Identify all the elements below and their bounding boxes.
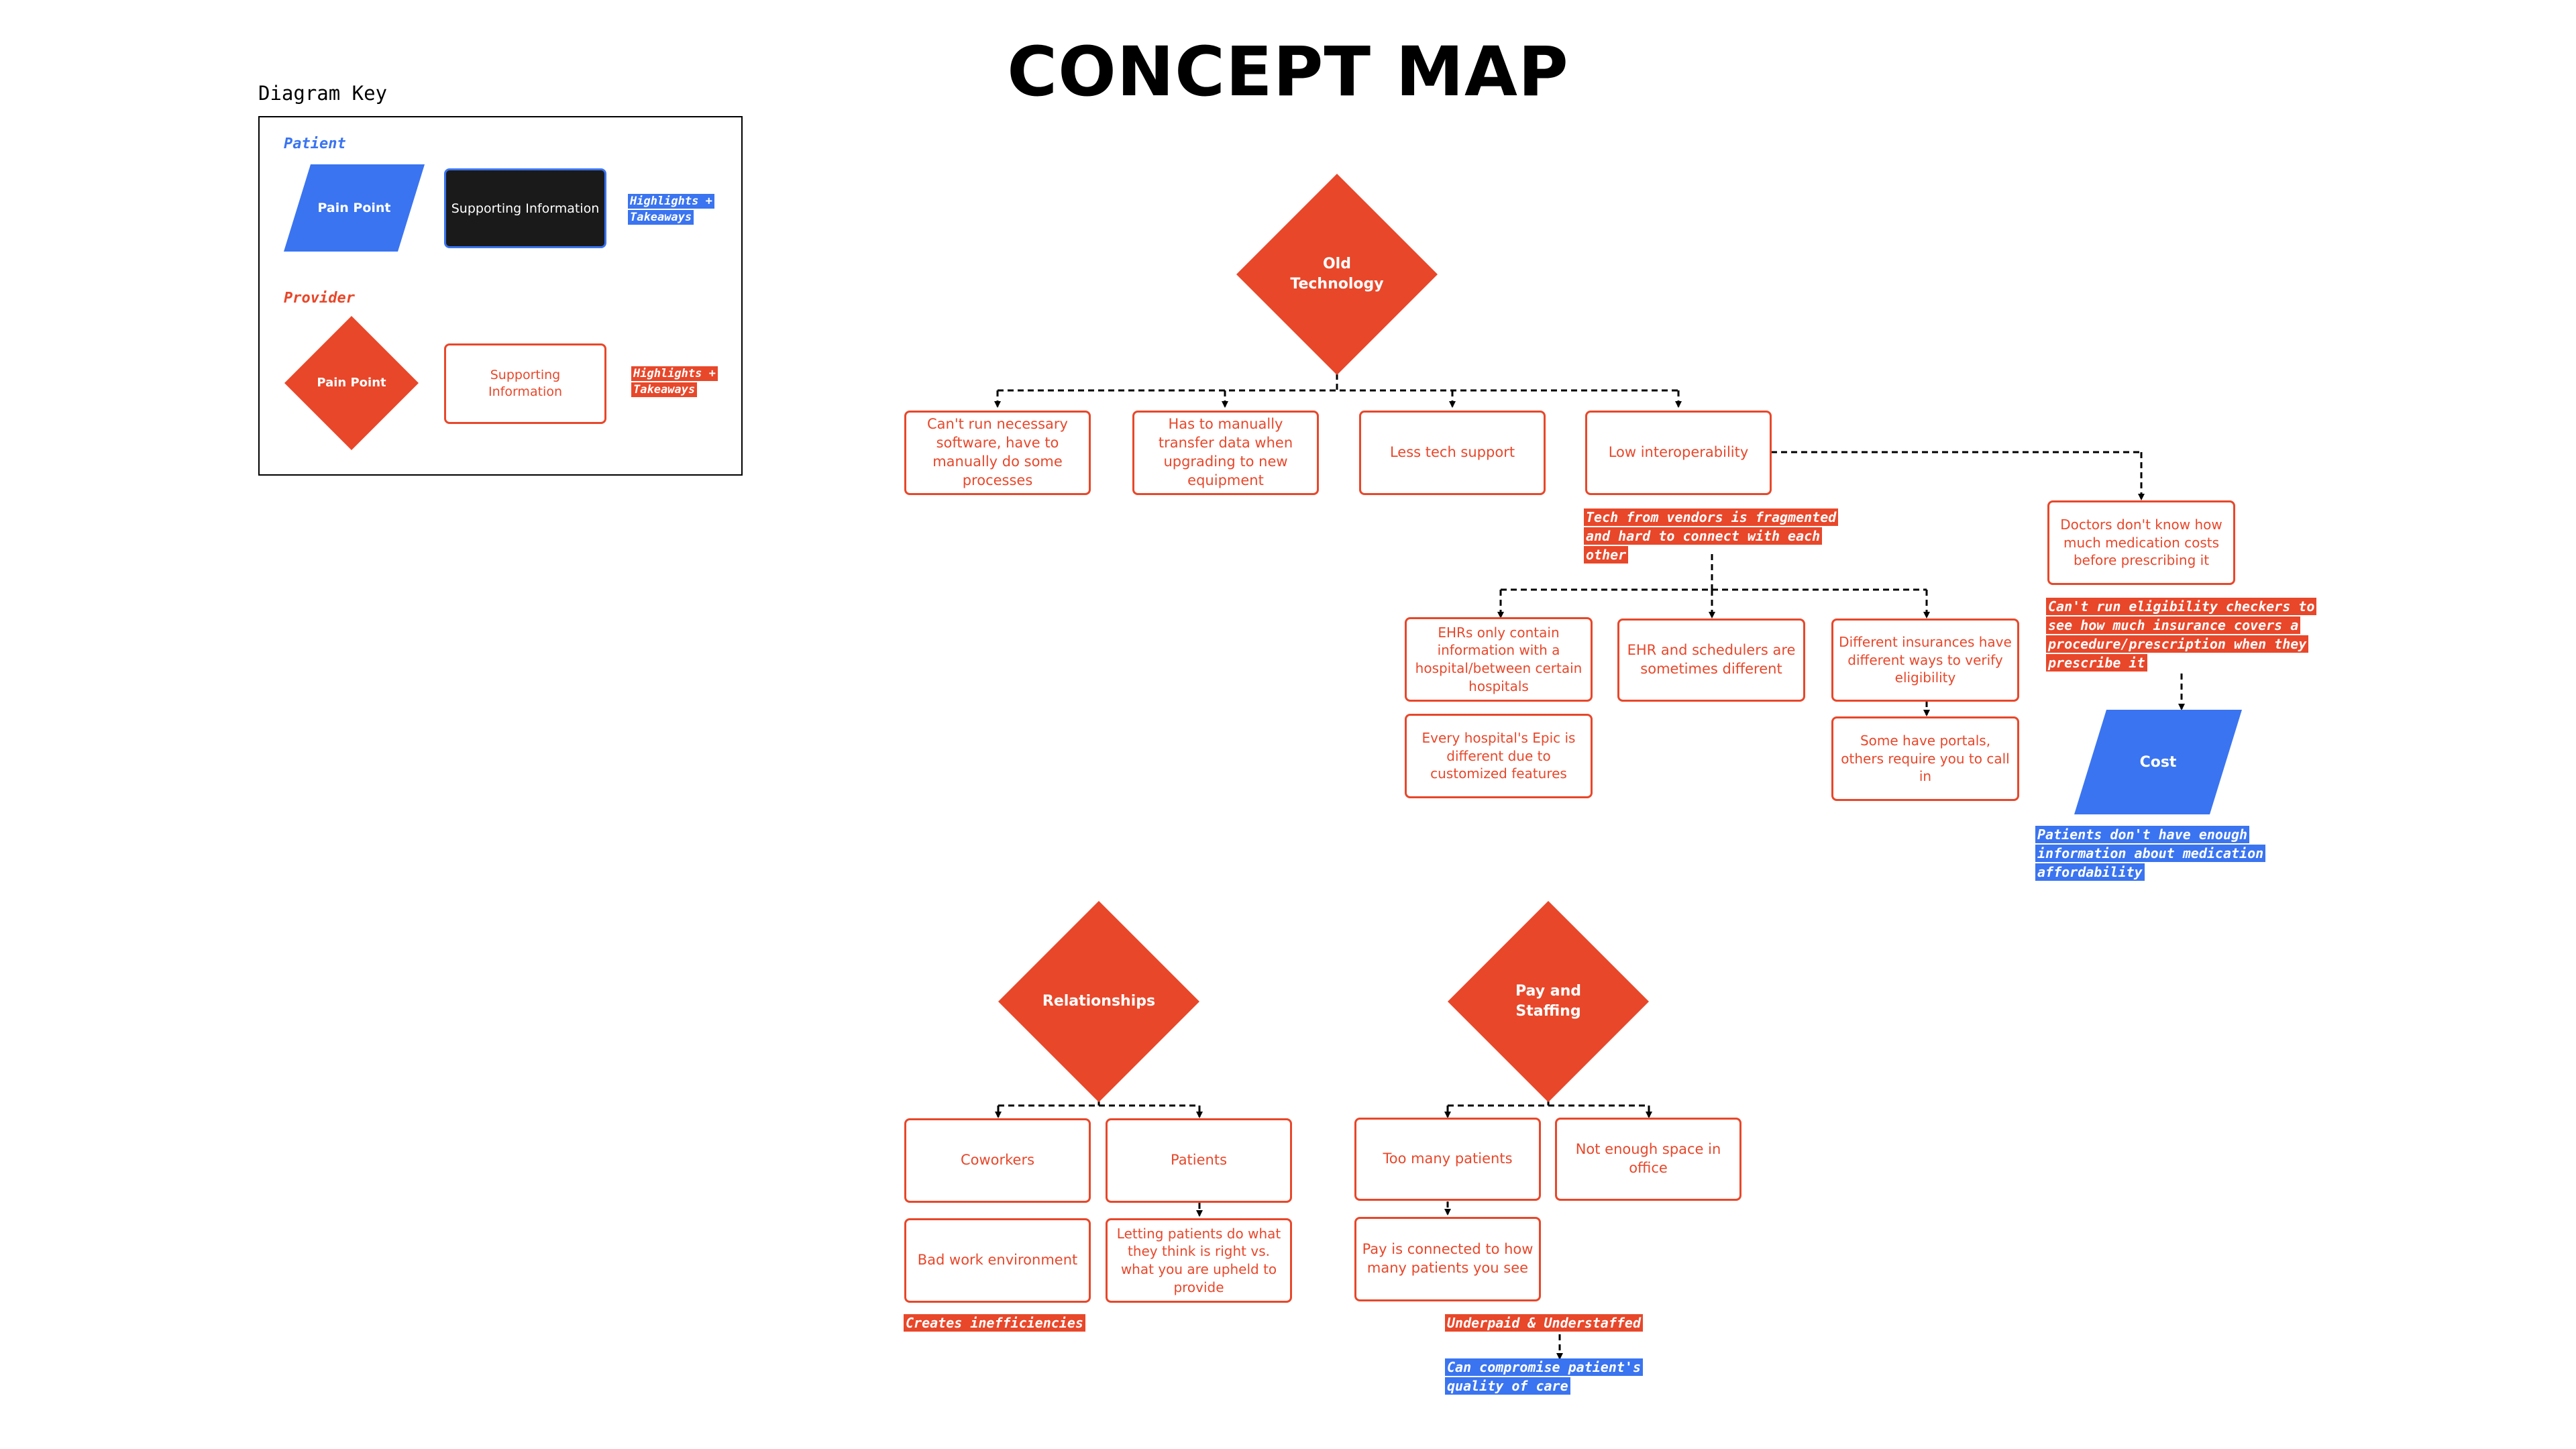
note-quality-of-care: Can compromise patient's quality of care	[1445, 1358, 1666, 1395]
box-patients: Patients	[1106, 1118, 1292, 1203]
box-bad-work-environment: Bad work environment	[904, 1218, 1091, 1303]
diagram-key-frame	[258, 116, 743, 476]
key-patient-supporting-info: Supporting Information	[444, 168, 606, 248]
key-patient-label: Patient	[284, 136, 346, 152]
key-provider-pain-point: Pain Point	[284, 316, 419, 450]
box-cant-run-software: Can't run necessary software, have to ma…	[904, 411, 1091, 495]
box-doctors-medication-costs: Doctors don't know how much medication c…	[2047, 500, 2235, 585]
box-portals: Some have portals, others require you to…	[1831, 716, 2019, 801]
box-pay-connected: Pay is connected to how many patients yo…	[1354, 1217, 1541, 1301]
old-technology-pain-point: Old Technology	[1236, 174, 1438, 375]
box-low-interoperability: Low interoperability	[1585, 411, 1772, 495]
pay-and-staffing-pain-point: Pay and Staffing	[1448, 901, 1649, 1102]
box-letting-patients: Letting patients do what they think is r…	[1106, 1218, 1292, 1303]
page-title: CONCEPT MAP	[1007, 32, 1569, 112]
diagram-key-heading: Diagram Key	[258, 82, 388, 105]
box-manual-data-transfer: Has to manually transfer data when upgra…	[1132, 411, 1319, 495]
box-insurances-verify: Different insurances have different ways…	[1831, 619, 2019, 702]
box-not-enough-space: Not enough space in office	[1555, 1118, 1741, 1201]
box-too-many-patients: Too many patients	[1354, 1118, 1541, 1201]
cost-patient-pain-point: Cost	[2074, 710, 2242, 814]
box-ehr-schedulers: EHR and schedulers are sometimes differe…	[1617, 619, 1805, 702]
key-patient-highlight: Highlights + Takeaways	[628, 193, 729, 225]
key-provider-highlight: Highlights + Takeaways	[631, 366, 732, 398]
note-underpaid-understaffed: Underpaid & Understaffed	[1445, 1313, 1686, 1332]
note-medication-affordability: Patients don't have enough information a…	[2035, 825, 2290, 881]
box-coworkers: Coworkers	[904, 1118, 1091, 1203]
key-provider-label: Provider	[284, 290, 355, 307]
box-ehrs-contain-info: EHRs only contain information with a hos…	[1405, 617, 1593, 702]
note-eligibility-checkers: Can't run eligibility checkers to see ho…	[2046, 597, 2322, 672]
relationships-pain-point: Relationships	[998, 901, 1199, 1102]
note-creates-inefficiencies: Creates inefficiencies	[904, 1313, 1145, 1332]
box-less-tech-support: Less tech support	[1359, 411, 1546, 495]
note-vendors-fragmented: Tech from vendors is fragmented and hard…	[1584, 508, 1843, 564]
box-epic-different: Every hospital's Epic is different due t…	[1405, 714, 1593, 798]
key-patient-pain-point: Pain Point	[284, 164, 425, 252]
key-provider-supporting-info: Supporting Information	[444, 343, 606, 424]
